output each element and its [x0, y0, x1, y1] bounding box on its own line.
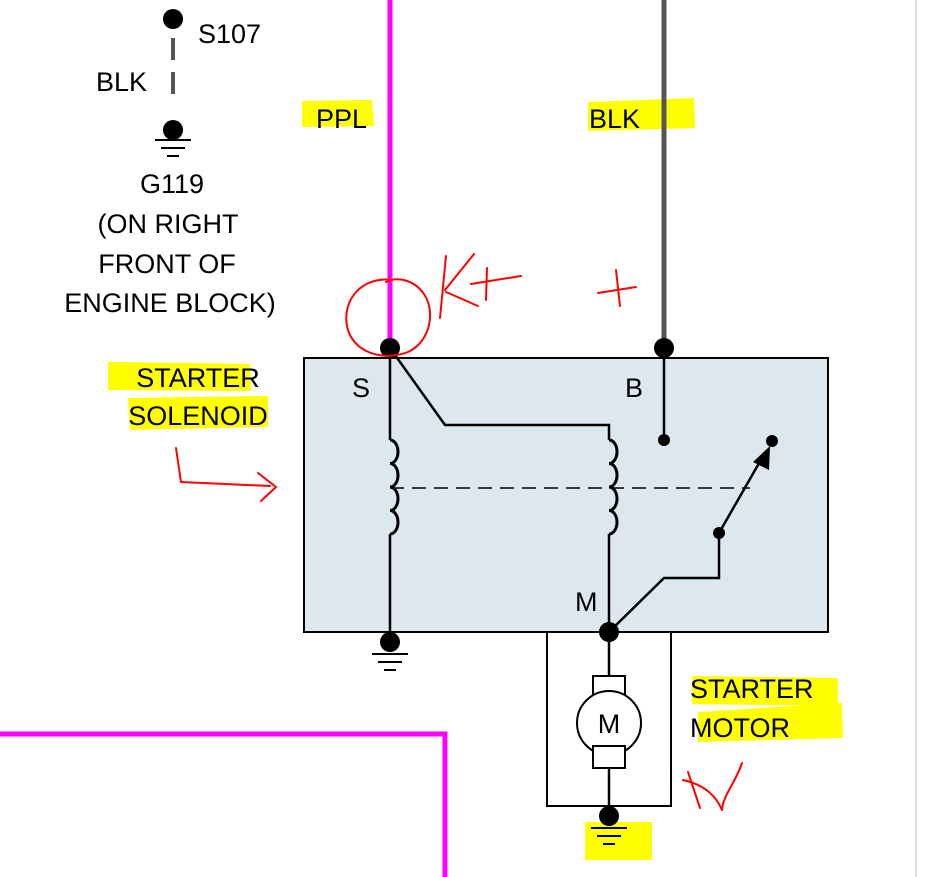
motor-brush-bottom	[592, 745, 626, 769]
solenoid-ground-dot	[380, 632, 400, 652]
solenoid-box	[303, 357, 829, 633]
motor-symbol-label: M	[598, 709, 621, 739]
highlight-starter	[108, 362, 251, 391]
solenoid-label: SOLENOID	[128, 401, 268, 431]
m-terminal-label: M	[575, 587, 598, 617]
ground-location-label: ENGINE BLOCK)	[64, 288, 276, 318]
ground-id-label: G119	[140, 169, 204, 199]
ground-location-label: (ON RIGHT	[98, 209, 239, 239]
splice-s107-dot	[163, 9, 183, 29]
highlight-starter-motor-1	[692, 676, 838, 706]
ground-g119-dot	[163, 120, 183, 140]
annotation-n-mark	[682, 762, 743, 811]
starter-motor	[546, 631, 672, 845]
highlight-ground-bottom	[585, 822, 652, 860]
highlight-blk	[588, 98, 695, 131]
switch-contact	[766, 435, 778, 447]
splice-label: S107	[198, 19, 261, 49]
highlight-ppl	[302, 100, 374, 127]
b-contact	[658, 434, 670, 446]
motor-label: STARTER	[690, 674, 814, 704]
motor-label: MOTOR	[690, 713, 790, 743]
ground-location-label: FRONT OF	[98, 249, 236, 279]
highlights	[108, 98, 843, 860]
s-terminal-label: S	[352, 373, 370, 403]
annotation-arrow	[175, 447, 277, 502]
red-annotations	[175, 253, 743, 811]
ground-wire-label: BLK	[96, 67, 147, 97]
annotation-circle	[345, 278, 432, 357]
annotation-k-plus	[439, 253, 522, 319]
highlight-starter-motor-2	[698, 703, 843, 742]
pull-in-wire	[388, 347, 611, 440]
switch-arm	[717, 457, 764, 534]
ppl-wire-label: PPL	[316, 104, 367, 134]
annotation-plus	[597, 269, 637, 307]
pull-in-coil	[608, 438, 619, 536]
s-terminal-dot	[380, 338, 400, 358]
b-terminal-dot	[654, 338, 674, 358]
hold-in-coil	[389, 438, 400, 536]
highlight-solenoid	[128, 396, 268, 430]
lower-ppl-wire	[0, 731, 448, 877]
blk-wire-label: BLK	[589, 104, 640, 134]
m-wire	[608, 533, 721, 633]
switch-arrowhead	[753, 446, 770, 470]
motor-ground-dot	[599, 806, 619, 826]
starter-solenoid	[303, 347, 829, 633]
ground-g119-group	[155, 9, 191, 157]
b-terminal-label: B	[625, 373, 643, 403]
solenoid-label: STARTER	[136, 363, 260, 393]
